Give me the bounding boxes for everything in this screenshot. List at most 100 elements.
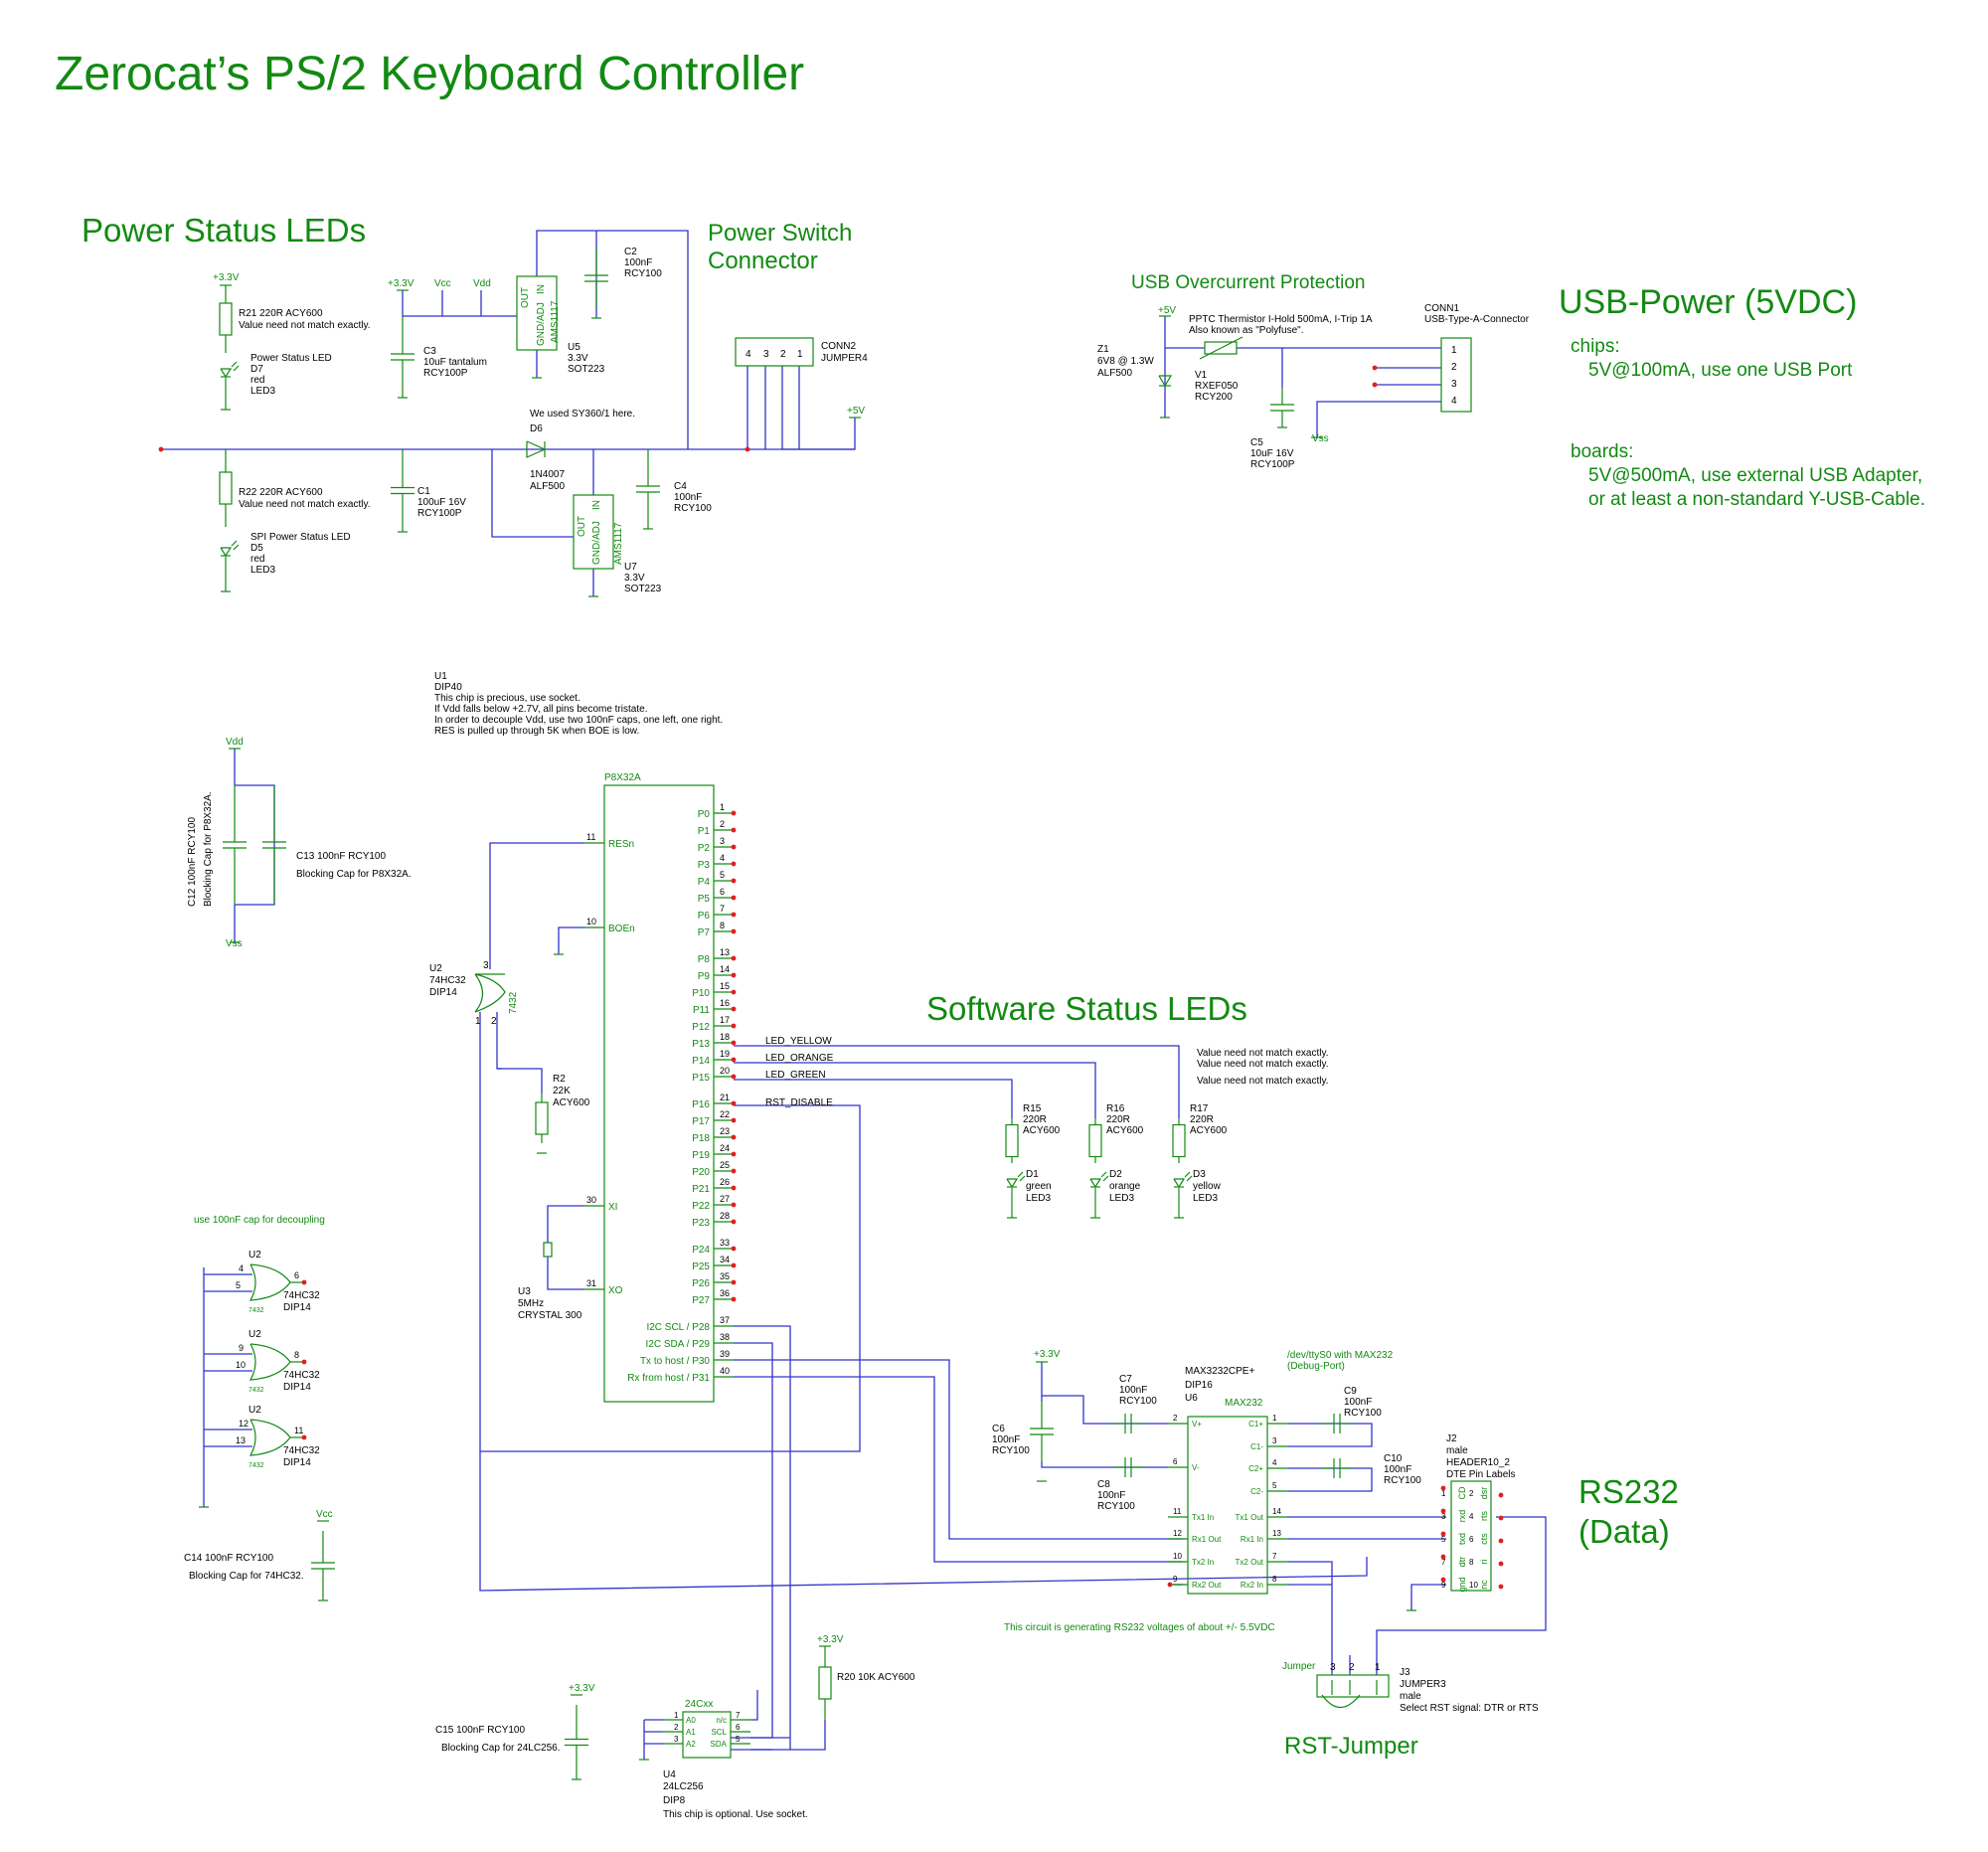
- heading-power-switch-2: Connector: [708, 248, 818, 274]
- u1-left-pin-number: 30: [586, 1195, 596, 1205]
- d2-label-2: LED3: [1109, 1193, 1134, 1204]
- u6-right-pin-number: 1: [1272, 1414, 1277, 1423]
- u1-pin-number: 25: [720, 1160, 730, 1170]
- u1-pin-label: P11: [693, 1005, 710, 1016]
- pin-end-dot: [731, 1219, 737, 1225]
- pin-end-dot: [731, 1246, 737, 1252]
- d6-note: We used SY360/1 here.: [530, 409, 635, 420]
- gate-name: U2: [248, 1405, 261, 1416]
- pin-end-dot: [731, 912, 737, 918]
- u6-left-pin-number: 12: [1173, 1529, 1182, 1538]
- d1-ray: [1017, 1171, 1024, 1178]
- d5-label-0: SPI Power Status LED: [250, 532, 351, 543]
- u5-ams: AMS1117: [550, 300, 561, 343]
- v1-body: [1204, 341, 1238, 355]
- pin-end-dot: [1498, 1515, 1504, 1521]
- pin-end-dot: [731, 861, 737, 867]
- u7-gnd: GND/ADJ: [591, 521, 602, 565]
- u6-label-2: U6: [1185, 1393, 1198, 1404]
- u6-left-pin-label: V-: [1192, 1463, 1200, 1472]
- c9-label-1: 100nF: [1344, 1397, 1372, 1408]
- r17-label-1: 220R: [1190, 1114, 1214, 1125]
- pin-end-dot: [731, 1134, 737, 1140]
- pin-end-dot: [1440, 1577, 1446, 1583]
- u7-ams: AMS1117: [613, 522, 624, 565]
- c2-label-2: RCY100: [624, 268, 662, 279]
- u4-left-pin-label: A0: [686, 1716, 696, 1725]
- c2-label-1: 100nF: [624, 257, 652, 268]
- gate-pin-out: 6: [294, 1270, 299, 1280]
- u4-label-2: DIP8: [663, 1795, 686, 1806]
- or-gate-body: [248, 1419, 291, 1456]
- u1-pin-number: 19: [720, 1049, 730, 1059]
- gate-part: 74HC32: [283, 1370, 320, 1381]
- d2-label-1: orange: [1109, 1181, 1141, 1192]
- d1-ray: [1019, 1175, 1026, 1182]
- label-v33-c15: +3.3V: [569, 1683, 595, 1694]
- u1-pin-number: 28: [720, 1211, 730, 1221]
- u1-pin-number: 33: [720, 1238, 730, 1248]
- pin-end-dot: [731, 928, 737, 934]
- u1-body: [603, 784, 715, 1403]
- u1-note-0: U1: [434, 671, 447, 682]
- wire: [1376, 1516, 1547, 1655]
- pin-end-dot: [731, 1202, 737, 1208]
- u1-pin-number: 7: [720, 904, 725, 914]
- c14-note: Blocking Cap for 74HC32.: [189, 1571, 304, 1582]
- u1-pin-number: 24: [720, 1143, 730, 1153]
- u1-pin-label: P20: [692, 1167, 710, 1178]
- u1-pin-number: 14: [720, 964, 730, 974]
- r22: [219, 471, 233, 505]
- u6-right-pin-label: C2+: [1248, 1464, 1263, 1473]
- c15-note: Blocking Cap for 24LC256.: [441, 1743, 561, 1754]
- u1-pin-number: 2: [720, 819, 725, 829]
- j3-label-0: J3: [1400, 1667, 1410, 1678]
- u1-note-4: In order to decouple Vdd, use two 100nF …: [434, 715, 723, 726]
- c3-label-1: 10uF tantalum: [423, 357, 487, 368]
- label-vss-usb: Vss: [1312, 433, 1329, 444]
- j2-left-pin-number: 3: [1441, 1512, 1446, 1521]
- gate-name: U2: [248, 1250, 261, 1261]
- d3-ray: [1184, 1171, 1191, 1178]
- u6-right-pin-label: C2-: [1250, 1487, 1263, 1496]
- wire: [479, 1451, 1368, 1592]
- u1-pin-number: 21: [720, 1093, 730, 1102]
- z1-label-0: Z1: [1097, 344, 1109, 355]
- c5-label-1: 10uF 16V: [1250, 448, 1294, 459]
- max232-footer-note: This circuit is generating RS232 voltage…: [1004, 1622, 1275, 1633]
- d6-label-0: D6: [530, 423, 543, 434]
- z1-label-1: 6V8 @ 1.3W: [1097, 356, 1154, 367]
- j2-left-signal: gnd: [1457, 1577, 1467, 1592]
- u1-pin-number: 6: [720, 887, 725, 897]
- u6-right-pin-number: 7: [1272, 1552, 1277, 1561]
- j2-right-signal: cts: [1479, 1533, 1489, 1545]
- conn1-body: [1440, 337, 1472, 413]
- u4-right-pin-label: SCL: [711, 1728, 727, 1737]
- gate-pin-a: 4: [239, 1263, 244, 1273]
- j3-pin2: 2: [1349, 1662, 1355, 1673]
- net-rst-disable: RST_DISABLE: [765, 1097, 833, 1108]
- sw-led-note-2: Value need not match exactly.: [1197, 1059, 1329, 1070]
- u1-pin-number: 4: [720, 853, 725, 863]
- pin-end-dot: [731, 1151, 737, 1157]
- u6-left-pin-number: 6: [1173, 1457, 1178, 1466]
- u6-left-pin-label: Tx1 In: [1192, 1513, 1214, 1522]
- conn2-pin3: 3: [763, 349, 769, 360]
- u6-right-pin-label: Tx2 Out: [1236, 1558, 1264, 1567]
- gate-package: DIP14: [283, 1382, 311, 1393]
- d2-ray: [1100, 1171, 1107, 1178]
- u4-label-0: U4: [663, 1769, 676, 1780]
- u1-left-pin-label: BOEn: [608, 924, 635, 934]
- d2-label-0: D2: [1109, 1169, 1122, 1180]
- wire: [1316, 401, 1441, 437]
- u7-label-1: 3.3V: [624, 573, 645, 584]
- r17-label-2: ACY600: [1190, 1125, 1228, 1136]
- pin-end-dot: [301, 1434, 307, 1440]
- u1-left-pin-label: XI: [608, 1202, 617, 1213]
- wire: [1410, 1584, 1446, 1610]
- pin-end-dot: [731, 1023, 737, 1029]
- u1-pin-label: P7: [698, 927, 711, 938]
- wire: [161, 418, 856, 450]
- u1-pin-label: P1: [698, 826, 711, 837]
- gate-package: DIP14: [283, 1457, 311, 1468]
